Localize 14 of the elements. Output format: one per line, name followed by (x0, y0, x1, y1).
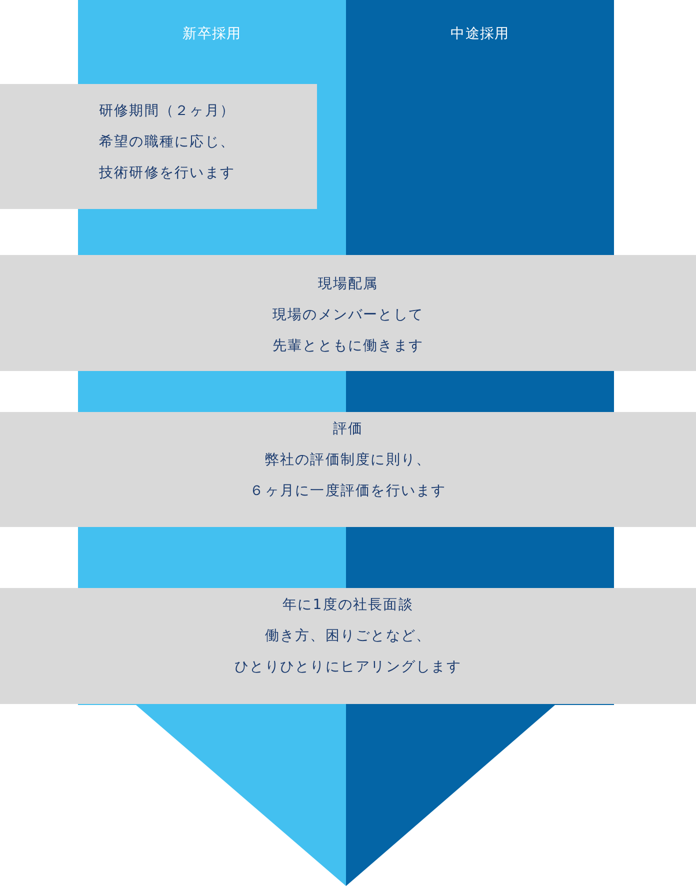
step-description: 希望の職種に応じ、技術研修を行います (99, 133, 236, 183)
column-heading: 中途採用 (450, 26, 510, 42)
step-panel (0, 412, 696, 527)
step-heading: 評価 (332, 420, 364, 439)
step-description: 弊社の評価制度に則り、６ヶ月に一度評価を行います (250, 451, 446, 501)
step-description: 現場のメンバーとして先輩とともに働きます (272, 306, 424, 356)
step-description: 働き方、困りごとなど、ひとりひとりにヒアリングします (234, 627, 462, 677)
column-heading: 新卒採用 (182, 26, 242, 42)
step-heading: 研修期間（２ヶ月） (99, 102, 236, 121)
step-panel (0, 588, 696, 704)
step-heading: 現場配属 (318, 275, 378, 294)
step-panel (0, 255, 696, 371)
step-heading: 年に1度の社長面談 (282, 596, 414, 615)
step-panel (0, 84, 317, 209)
